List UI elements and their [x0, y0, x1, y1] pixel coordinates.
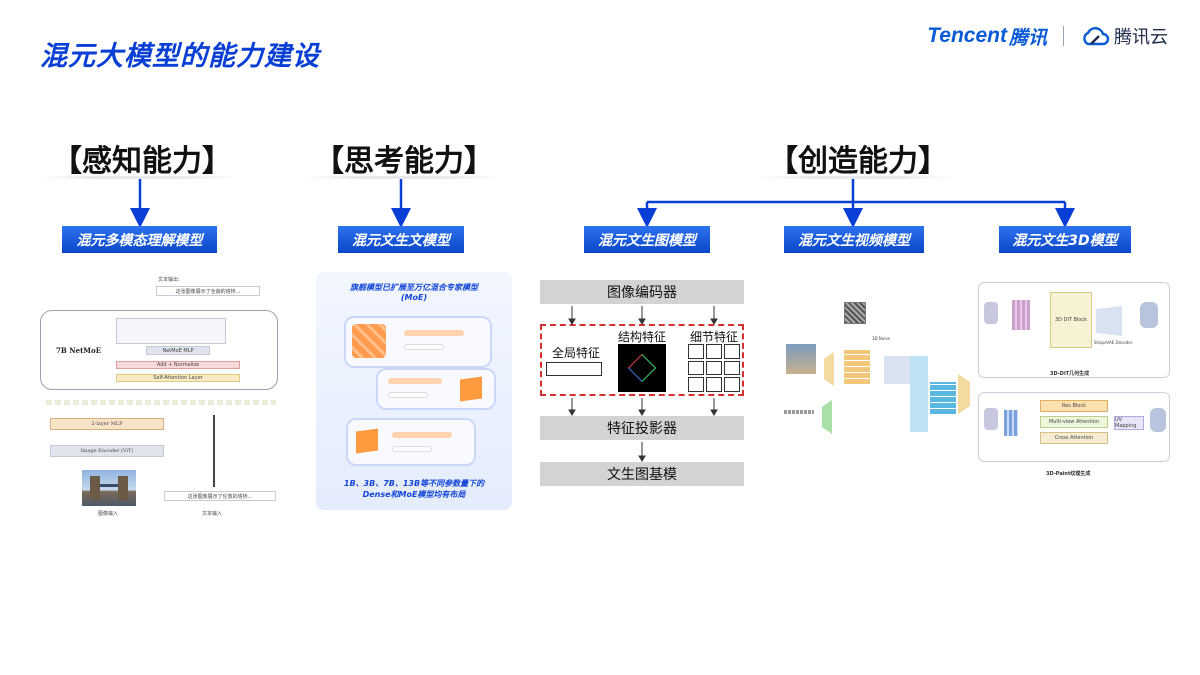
- base-model-block: 文生图基模: [540, 462, 744, 486]
- prompt-text-lines: [784, 410, 814, 414]
- detail-feature-grid: [688, 344, 740, 392]
- capability-underline: [756, 176, 956, 179]
- tencent-logo-text: Tencent: [927, 24, 1007, 47]
- model-label-text: 混元文生文模型: [338, 226, 464, 253]
- feature-group-frame: [540, 324, 744, 396]
- text-input-arrow: [213, 415, 215, 487]
- model-label-3d: 混元文生3D模型: [999, 226, 1131, 253]
- add-norm-box: Add + Normalize: [116, 361, 240, 369]
- perception-architecture-diagram: 文本输出: 这张图像展示了全貌的塔桥... 7B NetMoE NetMoE M…: [36, 270, 284, 522]
- structure-feature-label: 结构特征: [618, 330, 667, 344]
- token-strip: [46, 400, 276, 405]
- model-label-multimodal: 混元多模态理解模型: [62, 226, 217, 253]
- structure-feature-image: [618, 344, 666, 392]
- model-label-video: 混元文生视频模型: [784, 226, 924, 253]
- cloud-icon: [1083, 27, 1110, 46]
- capability-perception: 【感知能力】: [52, 144, 232, 179]
- noise-cube-icon: [844, 302, 866, 324]
- shape-vae-label: ShapeVAE Decoder: [1094, 340, 1133, 345]
- moe-card-3: [346, 418, 476, 466]
- bridge-photo-image: [82, 470, 136, 506]
- noise-caption: 3D Noise: [872, 336, 890, 341]
- 3d-paint-stage-title: 3D-Paint纹理生成: [1046, 471, 1091, 477]
- tencent-logo-cn: 腾讯: [1008, 26, 1047, 49]
- res-block: Res Block: [1040, 400, 1108, 412]
- moe-router-box: [116, 318, 226, 344]
- detail-feature-label: 细节特征: [690, 330, 739, 344]
- 3d-dit-stage-title: 3D-DiT几何生成: [1050, 371, 1090, 377]
- global-feature-label: 全局特征: [552, 346, 601, 360]
- video-frame-image: [786, 344, 816, 374]
- expert-cube-icon: [356, 428, 378, 454]
- textured-output-image: [1150, 408, 1166, 432]
- expert-grid-icon: [352, 324, 386, 358]
- brand-divider: [1063, 26, 1064, 46]
- 3d-model-diagram: 3D DiT Block ShapeVAE Decoder 3D-DiT几何生成…: [976, 282, 1172, 482]
- connector-arrows: [130, 179, 1075, 228]
- netmoe-name: 7B NetMoE: [56, 346, 102, 355]
- brand-logos: Tencent 腾讯 腾讯云: [927, 22, 1168, 50]
- image-encoder-box: Image Encoder (ViT): [50, 445, 164, 457]
- image-flow-arrows: [568, 306, 718, 462]
- character-image: [984, 302, 998, 324]
- moe-card-1: [344, 316, 492, 368]
- text-input-box: 这张图像展示了伦敦的塔桥...: [164, 491, 276, 501]
- text-encoder-block: [822, 400, 832, 434]
- text-output-box: 这张图像展示了全貌的塔桥...: [156, 286, 260, 296]
- dense-moe-caption: 1B、3B、7B、13B等不同参数量下的 Dense和MoE模型均有布局: [343, 479, 485, 499]
- model-label-image: 混元文生图模型: [584, 226, 710, 253]
- 3d-paint-stage-frame: [978, 392, 1170, 462]
- view-tokens: [1004, 410, 1018, 436]
- text-model-diagram: 旗舰模型已扩展至万亿混合专家模型 (MoE) 1B、3B、7B、13B等不同参数…: [316, 272, 512, 510]
- text-input-label: 文本输入: [202, 511, 223, 517]
- image-model-diagram: 图像编码器 全局特征 结构特征 细节特征 特征投影器 文生图基模: [538, 278, 748, 488]
- page-title: 混元大模型的能力建设: [40, 41, 320, 72]
- cross-attention-block: Cross Attention: [1040, 432, 1108, 444]
- 3d-dit-block: 3D DiT Block: [1050, 292, 1092, 348]
- expert-cube-icon: [460, 376, 482, 402]
- text-output-title: 文本输出:: [158, 277, 180, 283]
- output-latents: [930, 382, 956, 414]
- self-attention-box: Self-Attention Layer: [116, 374, 240, 382]
- encoder-block: [824, 352, 834, 386]
- netmoe-frame: [40, 310, 278, 390]
- netmoe-mlp-box: NetMoE MLP: [146, 346, 210, 355]
- uv-mapping-block: UV Mapping: [1114, 416, 1144, 430]
- capability-creation: 【创造能力】: [768, 144, 948, 179]
- shape-vae-block: [1096, 306, 1122, 336]
- multiview-attention-block: Multi-view Attention: [1040, 416, 1108, 428]
- moe-headline: 旗舰模型已扩展至万亿混合专家模型 (MoE): [350, 283, 478, 302]
- image-input-label: 图像输入: [98, 511, 119, 517]
- capability-thinking: 【思考能力】: [314, 144, 494, 179]
- moe-card-2: [376, 368, 496, 410]
- mesh-output-image: [1140, 302, 1158, 328]
- transformer-block: [910, 356, 928, 432]
- feature-projector-block: 特征投影器: [540, 416, 744, 440]
- capability-underline: [302, 176, 502, 179]
- mlp-box: 2-layer MLP: [50, 418, 164, 430]
- latent-stack: [844, 350, 870, 384]
- video-dit-block: [884, 356, 910, 384]
- image-encoder-block: 图像编码器: [540, 280, 744, 304]
- video-model-diagram: 3D Noise: [780, 294, 976, 444]
- 3d-dit-stage-frame: [978, 282, 1170, 378]
- tencent-cloud-text: 腾讯云: [1114, 27, 1168, 48]
- global-feature-box: [546, 362, 602, 376]
- image-tokens: [1012, 300, 1030, 330]
- reference-image: [984, 408, 998, 430]
- decoder-block: [958, 374, 970, 414]
- capability-underline: [38, 176, 238, 179]
